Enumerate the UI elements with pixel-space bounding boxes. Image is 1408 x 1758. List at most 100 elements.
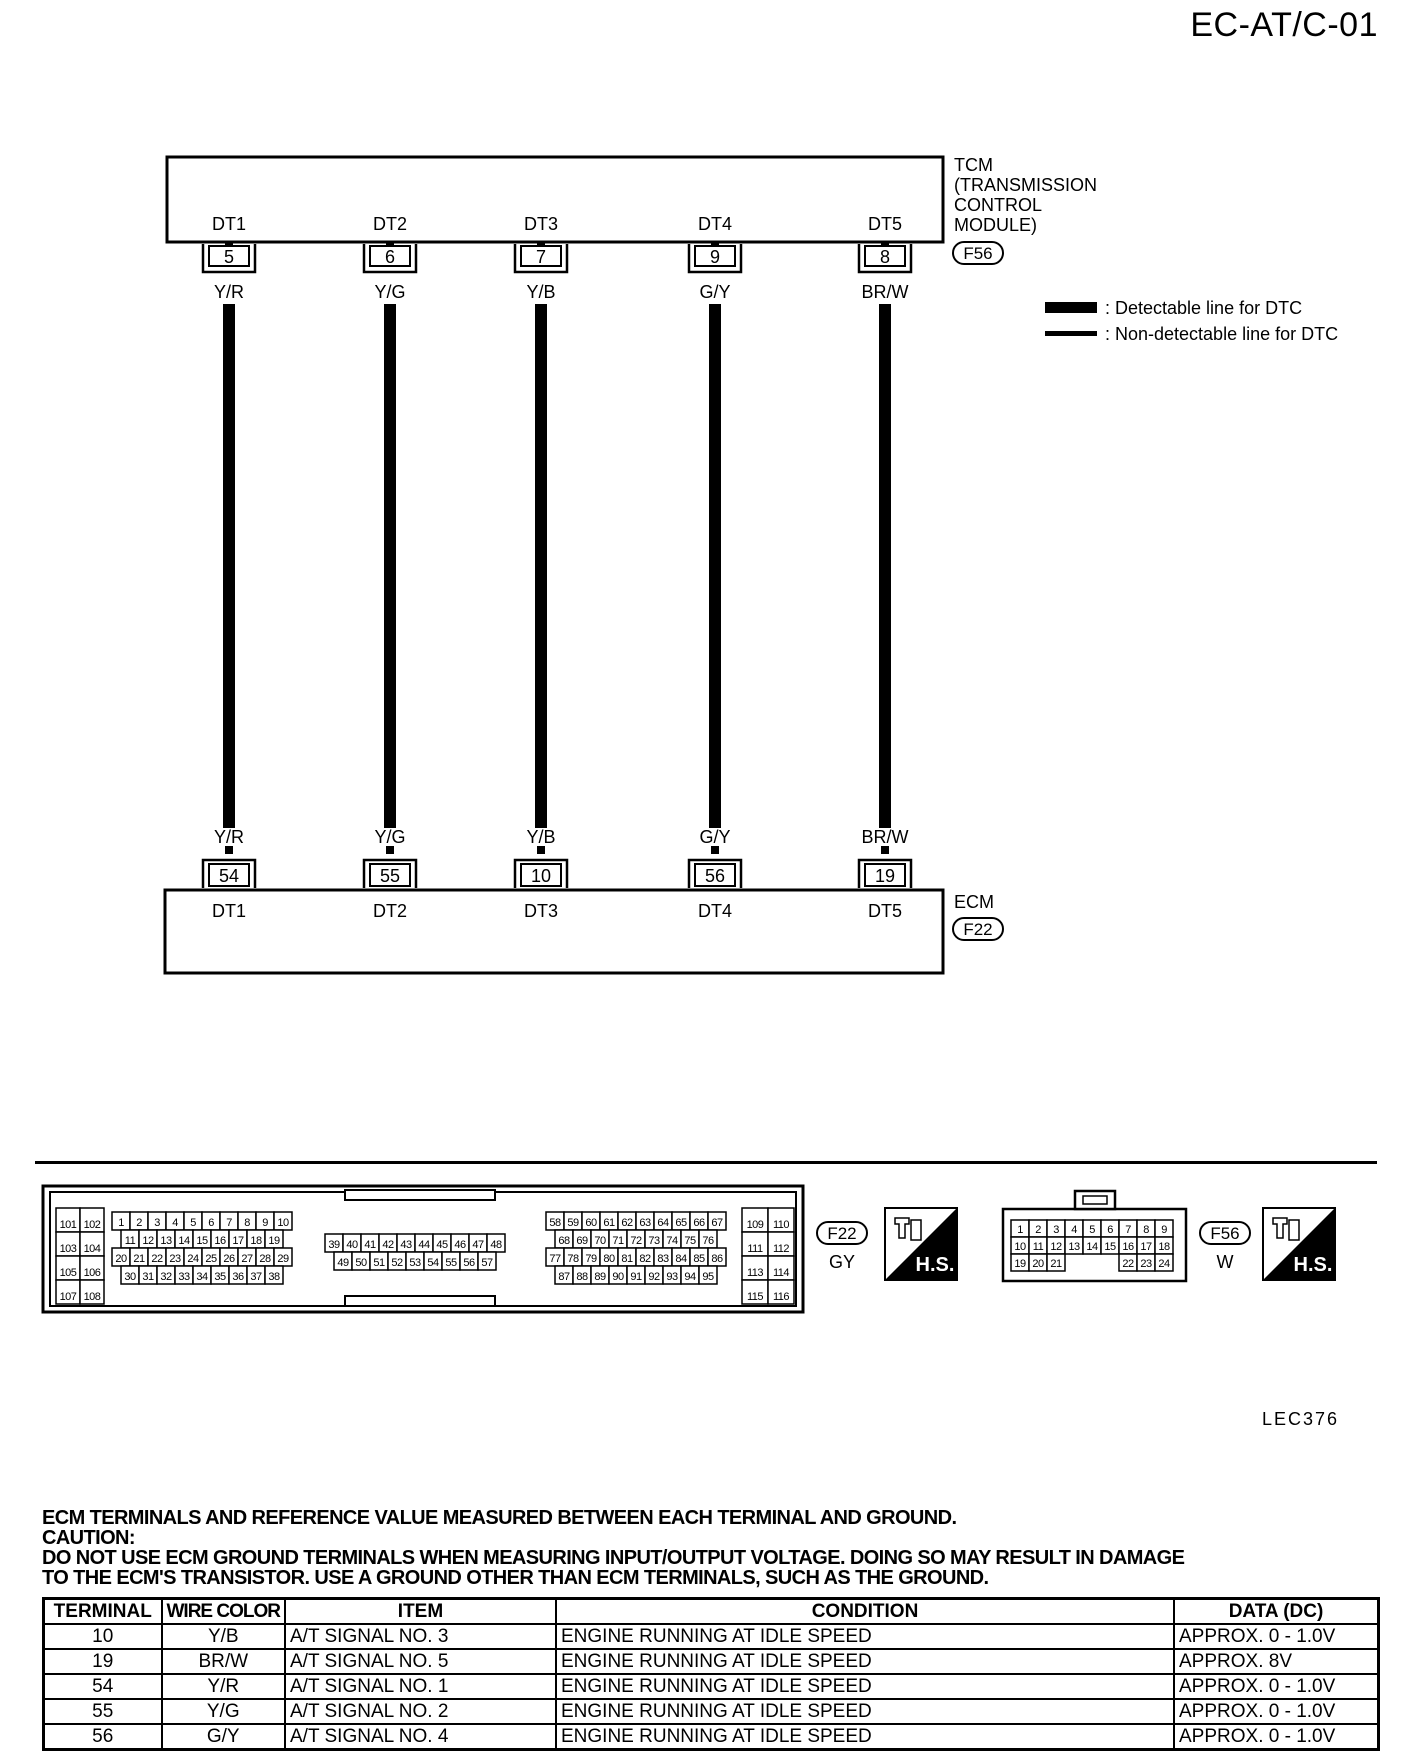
pin-number: 77 (549, 1253, 561, 1265)
connector-glyph-icon (1272, 1217, 1300, 1241)
detectable-wire (384, 304, 396, 828)
badge-shade (1263, 1208, 1335, 1280)
note-line: TO THE ECM'S TRANSISTOR. USE A GROUND OT… (42, 1567, 989, 1589)
pin-number: 112 (773, 1243, 789, 1255)
tcm-signal-label: DT5 (868, 214, 902, 234)
pin-number: 56 (463, 1257, 475, 1269)
pin-number: 65 (675, 1217, 687, 1229)
pin-number: 55 (445, 1257, 457, 1269)
table-header-row: TERMINAL WIRE COLOR ITEM CONDITION DATA … (42, 1597, 1380, 1625)
pin-cell (264, 1265, 284, 1285)
pin-number: 31 (142, 1271, 154, 1283)
pin-number: 4 (1071, 1224, 1077, 1236)
tcm-bracket (857, 244, 913, 274)
wiring-diagram: TCM(TRANSMISSIONCONTROLMODULE)F56ECMF22D… (35, 155, 1377, 1314)
tcm-pin-box (208, 245, 250, 267)
tcm-label: CONTROL (954, 195, 1042, 215)
cell-data: APPROX. 0 - 1.0V (1173, 1673, 1380, 1700)
tcm-connector-badge (952, 241, 1004, 265)
cell-wire-color: BR/W (160, 1648, 286, 1675)
pin-number: 108 (84, 1291, 101, 1303)
ecm-stub (711, 846, 719, 854)
pin-number: 21 (1050, 1258, 1062, 1270)
f22-latch-bottom (344, 1295, 496, 1307)
pin-number: 45 (436, 1239, 448, 1251)
tcm-pin-box (369, 245, 411, 267)
header-item: ITEM (284, 1597, 557, 1625)
f56-id-badge (1199, 1221, 1251, 1245)
measurement-notes: ECM TERMINALS AND REFERENCE VALUE MEASUR… (42, 1508, 1382, 1588)
cell-terminal: 55 (42, 1698, 163, 1725)
ecm-pin-box (864, 863, 906, 887)
pin-number: 47 (472, 1239, 484, 1251)
pin-number: 43 (400, 1239, 412, 1251)
pin-number: 69 (576, 1235, 588, 1247)
legend-thick-line (1045, 302, 1097, 313)
pin-number: 23 (1140, 1258, 1152, 1270)
pin-number: 105 (60, 1267, 77, 1279)
pin-number: 3 (154, 1217, 160, 1229)
pin-number: 18 (1158, 1241, 1170, 1253)
pin-number: 86 (711, 1253, 723, 1265)
ecm-pin-number: 19 (875, 866, 895, 886)
pin-cell (79, 1279, 105, 1305)
ecm-stub (386, 846, 394, 854)
ecm-pin-box (369, 863, 411, 887)
pin-number: 16 (214, 1235, 226, 1247)
tcm-bracket (513, 244, 569, 274)
pin-number: 75 (684, 1235, 696, 1247)
tcm-signal-label: DT3 (524, 214, 558, 234)
pin-number: 28 (259, 1253, 271, 1265)
tcm-signal-label: DT4 (698, 214, 732, 234)
pin-number: 3 (1053, 1224, 1059, 1236)
pin-number: 101 (60, 1219, 77, 1231)
note-line: ECM TERMINALS AND REFERENCE VALUE MEASUR… (42, 1507, 957, 1529)
pin-number: 113 (747, 1267, 763, 1279)
ecm-label: ECM (954, 892, 994, 912)
pin-number: 114 (773, 1267, 789, 1279)
pin-number: 53 (409, 1257, 421, 1269)
pin-number: 57 (481, 1257, 493, 1269)
pin-number: 24 (1158, 1258, 1170, 1270)
detectable-wire (223, 304, 235, 828)
pin-number: 19 (1014, 1258, 1026, 1270)
pin-number: 62 (621, 1217, 633, 1229)
badge-label: H.S. (1294, 1254, 1333, 1276)
ecm-signal-label: DT3 (524, 901, 558, 921)
cell-terminal: 19 (42, 1648, 163, 1675)
ecm-pin-number: 54 (219, 866, 239, 886)
cell-item: A/T SIGNAL NO. 2 (284, 1698, 557, 1725)
pin-number: 4 (172, 1217, 178, 1229)
cell-condition: ENGINE RUNNING AT IDLE SPEED (555, 1673, 1175, 1700)
note-line: CAUTION: (42, 1527, 136, 1549)
legend-thin-line (1045, 331, 1097, 336)
pin-number: 64 (657, 1217, 669, 1229)
ecm-pin-number: 10 (531, 866, 551, 886)
pin-number: 51 (373, 1257, 385, 1269)
table-row: 10 Y/B A/T SIGNAL NO. 3 ENGINE RUNNING A… (42, 1623, 1380, 1650)
cell-condition: ENGINE RUNNING AT IDLE SPEED (555, 1723, 1175, 1751)
detectable-wire (879, 304, 891, 828)
pin-number: 36 (232, 1271, 244, 1283)
pin-number: 93 (666, 1271, 678, 1283)
pin-number: 115 (747, 1291, 763, 1303)
pin-number: 63 (639, 1217, 651, 1229)
ecm-bracket (857, 858, 913, 888)
pin-number: 80 (603, 1253, 615, 1265)
pin-number: 94 (684, 1271, 696, 1283)
pin-number: 19 (268, 1235, 280, 1247)
pin-number: 10 (277, 1217, 289, 1229)
pin-number: 71 (612, 1235, 624, 1247)
pin-number: 10 (1014, 1241, 1026, 1253)
pin-number: 42 (382, 1239, 394, 1251)
header-condition: CONDITION (555, 1597, 1175, 1625)
ecm-connector-badge (952, 917, 1004, 941)
ecm-bracket (201, 858, 257, 888)
ecm-stub (881, 846, 889, 854)
pin-number: 107 (60, 1291, 77, 1303)
tcm-label: (TRANSMISSION (954, 175, 1097, 195)
f56-latch-inner (1082, 1195, 1108, 1205)
schematic: TCM(TRANSMISSIONCONTROLMODULE)F56ECMF22D… (163, 155, 1097, 975)
